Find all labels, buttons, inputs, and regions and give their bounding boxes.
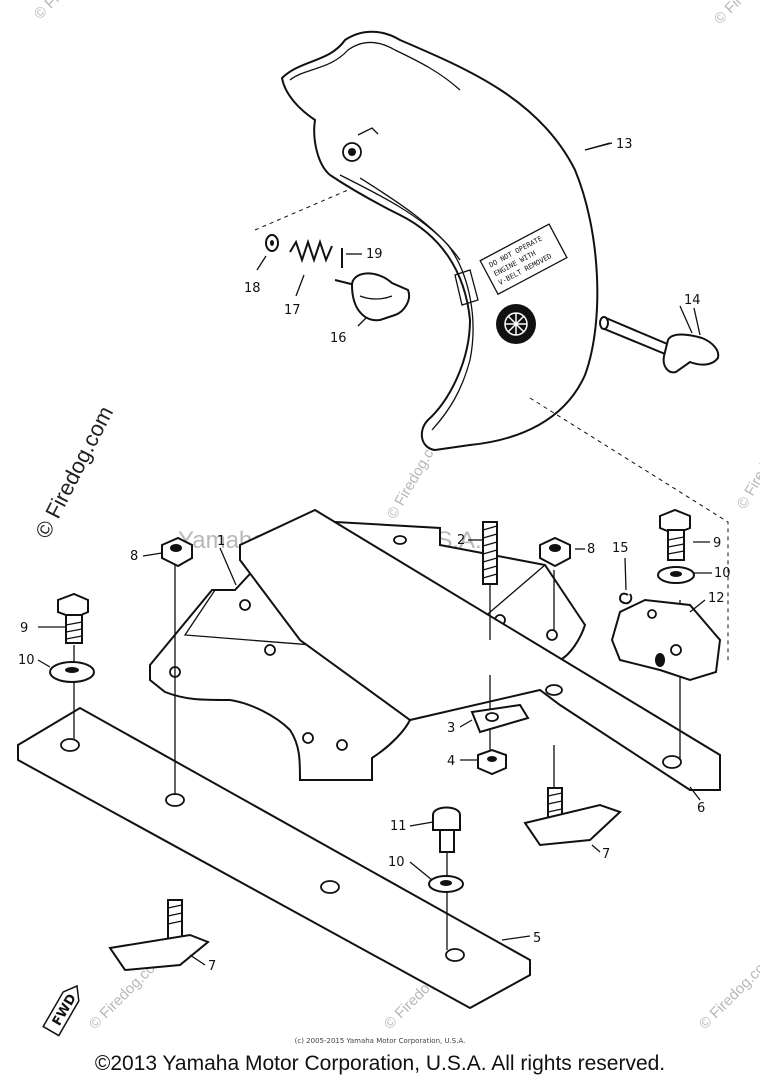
- callout-13: 13: [616, 137, 633, 152]
- part-15-ring: [619, 592, 633, 605]
- callout-1: 1: [217, 534, 225, 549]
- callout-2: 2: [457, 533, 465, 548]
- part-9-bolt-right: [659, 508, 691, 561]
- callout-6: 6: [697, 801, 705, 816]
- warning-decal: DO NOT OPERATE ENGINE WITH V-BELT REMOVE…: [479, 223, 568, 296]
- callout-leaders: [37, 142, 712, 966]
- callout-12: 12: [708, 591, 725, 606]
- part-7-clip-left: [108, 899, 210, 972]
- part-8-nut-left: [161, 536, 193, 568]
- callout-5: 5: [533, 931, 541, 946]
- part-12-bracket: [610, 598, 722, 682]
- part-10-washer-right: [657, 566, 695, 584]
- callout-3: 3: [447, 721, 455, 736]
- callout-10-left: 10: [18, 653, 35, 668]
- callout-11: 11: [390, 819, 407, 834]
- callout-19: 19: [366, 247, 383, 262]
- part-10-washer-left: [49, 661, 95, 683]
- callout-9-left: 9: [20, 621, 28, 636]
- parts-16-19-knob-assembly: [256, 234, 410, 327]
- callout-15: 15: [612, 541, 629, 556]
- copyright-small: (c) 2005-2015 Yamaha Motor Corporation, …: [294, 1037, 466, 1045]
- forward-arrow-icon: FWD: [42, 984, 80, 1037]
- part-2-stud: [482, 521, 498, 585]
- watermark-faint-right: © Firedog.com: [734, 418, 760, 512]
- copyright-main: ©2013 Yamaha Motor Corporation, U.S.A. A…: [94, 1052, 666, 1075]
- part-4-nut: [477, 748, 507, 776]
- part-5-plate: [17, 706, 531, 1010]
- spring-17: [289, 238, 333, 264]
- watermark-faint-bottom-right: © Firedog.com: [696, 951, 760, 1033]
- emblem-icon: [496, 304, 536, 344]
- callout-4: 4: [447, 754, 455, 769]
- callout-7-left: 7: [208, 959, 216, 974]
- part-3-clip: [470, 703, 530, 734]
- callout-9-right: 9: [713, 536, 721, 551]
- watermark-faint-top-right: © Firedog.com: [711, 0, 760, 28]
- callout-14: 14: [684, 293, 701, 308]
- callout-8-left: 8: [130, 549, 138, 564]
- callout-7-right: 7: [602, 847, 610, 862]
- watermark-side: © Firedog.com: [30, 402, 118, 542]
- part-7-clip-right: [523, 787, 622, 847]
- callout-17: 17: [284, 303, 301, 318]
- callout-numbers: 13 14 19 18 17 16 1 8 2 8 15 9 10 12 9 1…: [18, 137, 731, 974]
- callout-10-right: 10: [714, 566, 731, 581]
- part-11-bolt: [432, 806, 461, 853]
- callout-16: 16: [330, 331, 347, 346]
- part-6-plate: [239, 508, 721, 801]
- callout-10-bottom: 10: [388, 855, 405, 870]
- part-8-nut-right: [539, 536, 571, 568]
- part-13-shroud: DO NOT OPERATE ENGINE WITH V-BELT REMOVE…: [280, 30, 613, 452]
- watermark-faint-top-left: © Firedog.com: [31, 0, 113, 23]
- callout-8-right: 8: [587, 542, 595, 557]
- knob-16: [334, 272, 410, 322]
- callout-18: 18: [244, 281, 261, 296]
- part-14-pin: [599, 307, 720, 374]
- part-9-bolt-left: [57, 592, 89, 644]
- part-10-washer-bottom: [428, 875, 464, 893]
